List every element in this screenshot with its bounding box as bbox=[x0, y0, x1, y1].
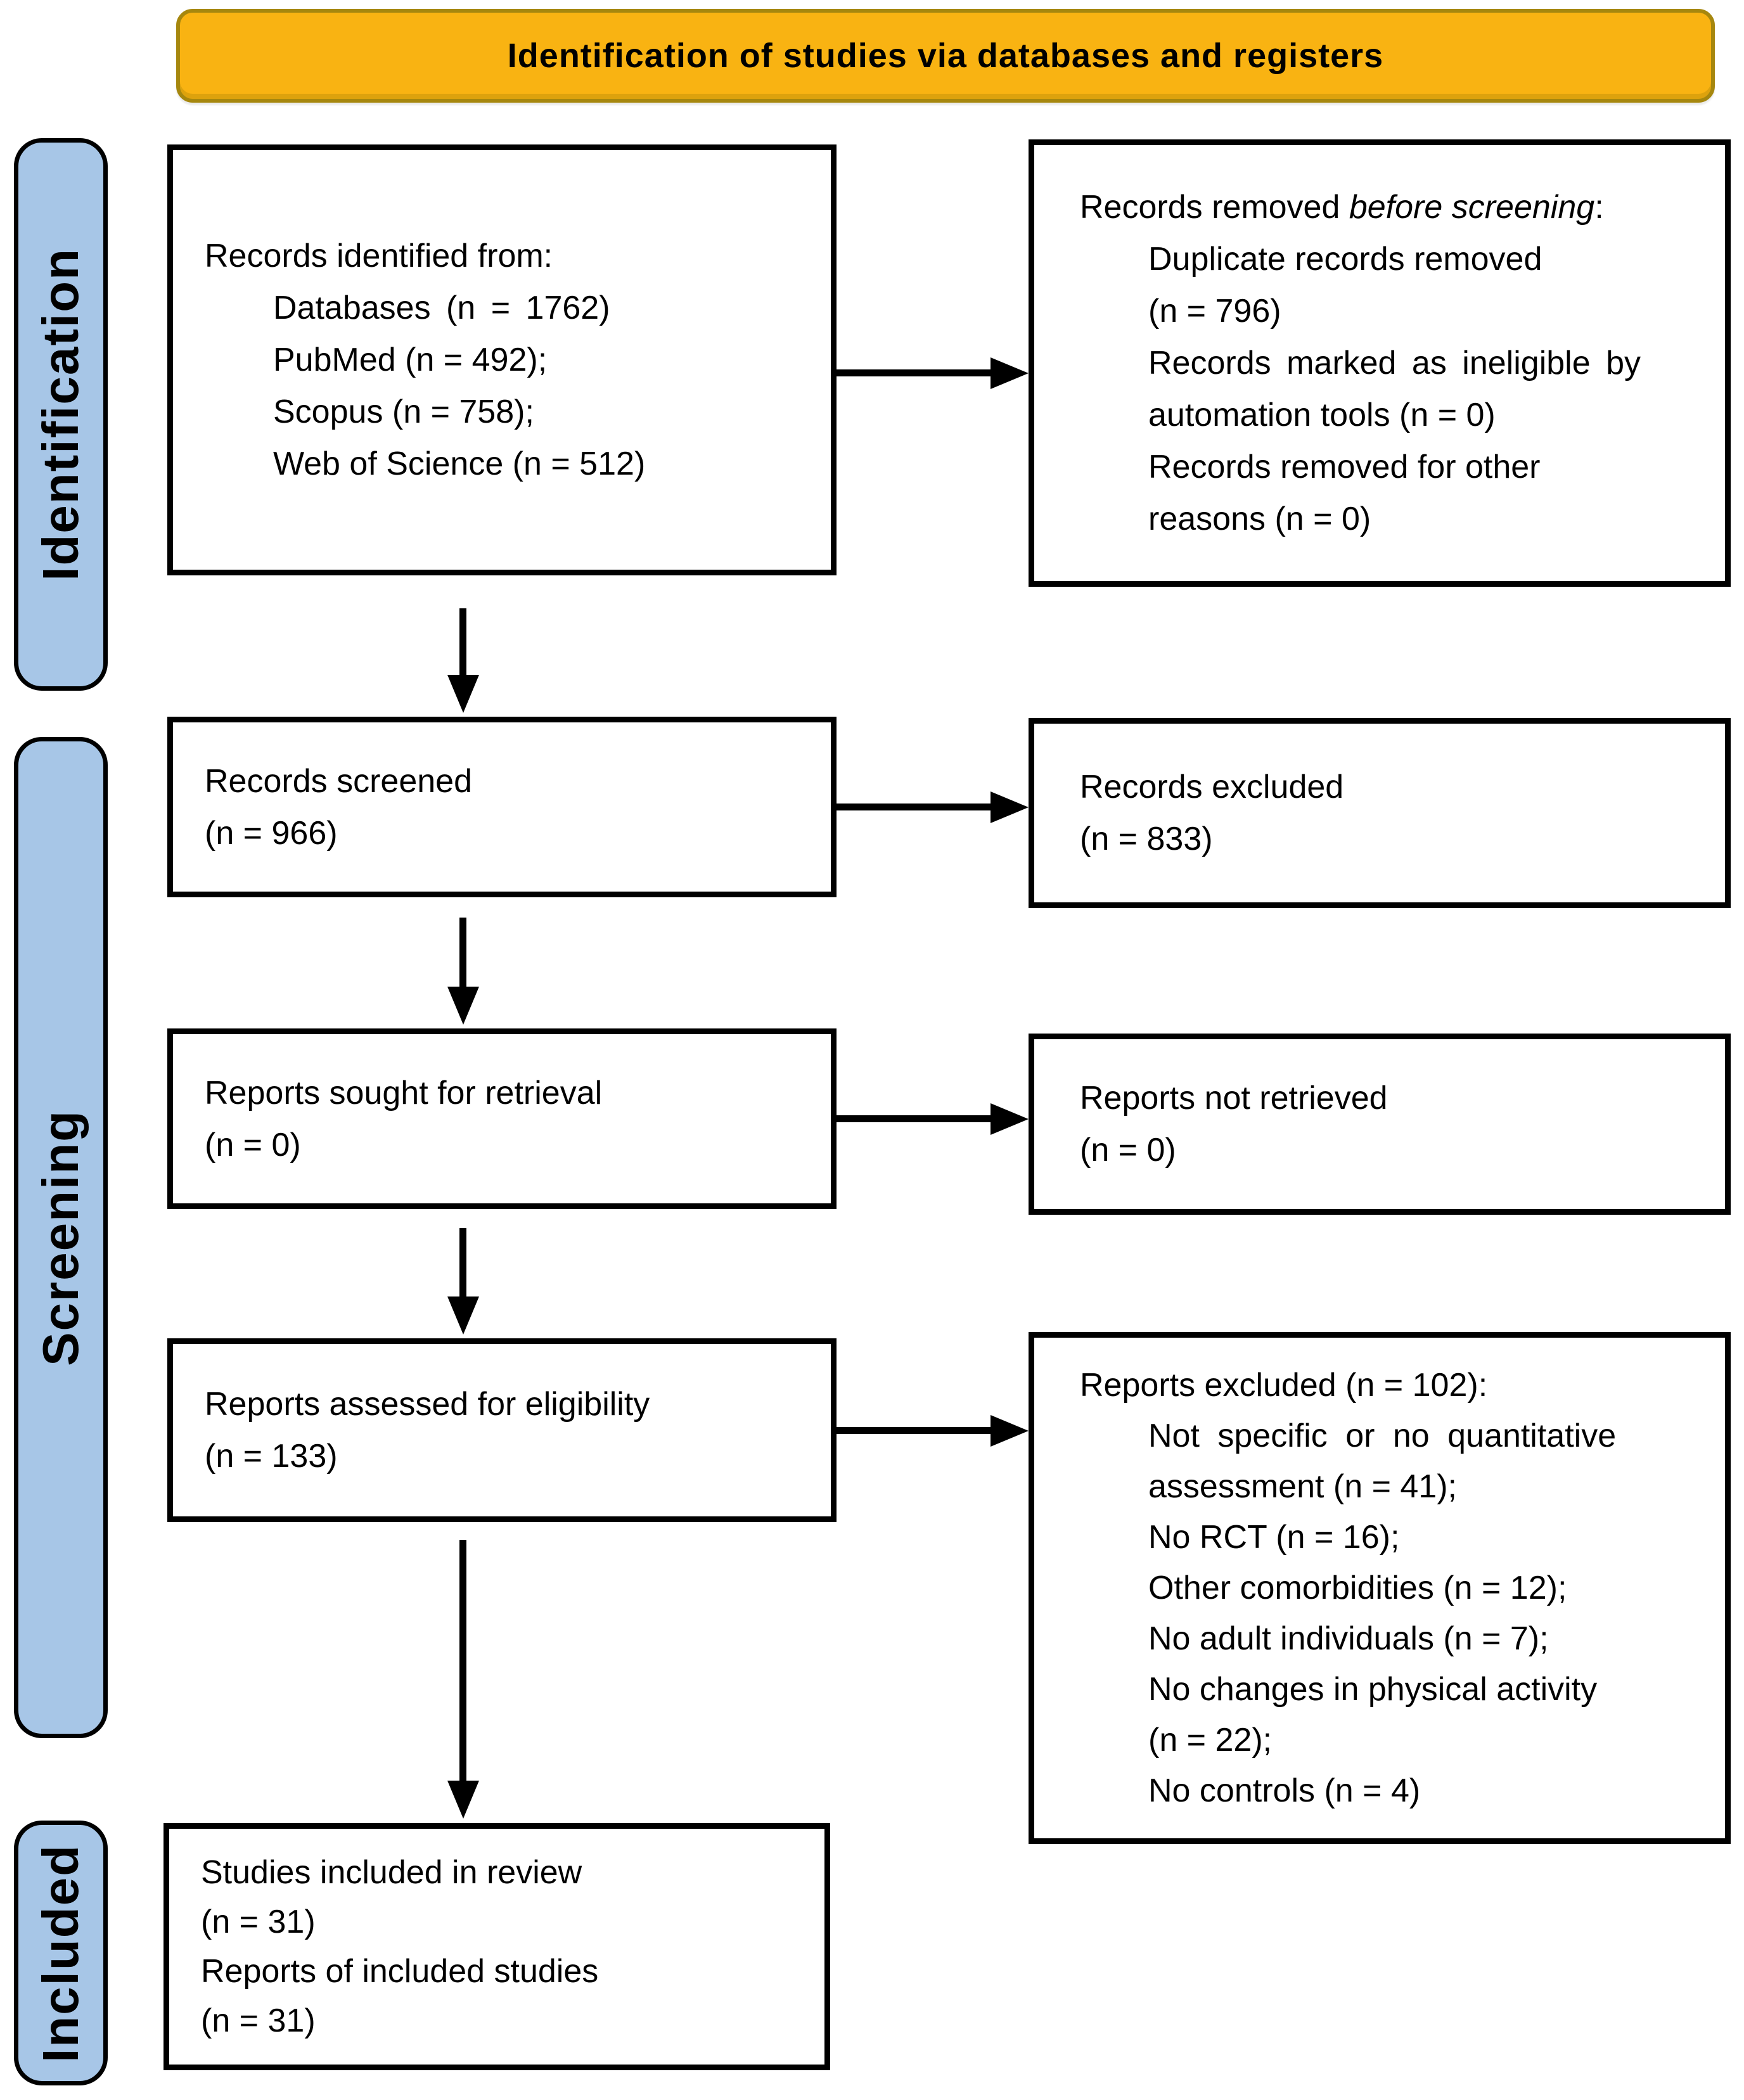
arrow-identified-to-screened bbox=[447, 608, 479, 713]
text-line: Records removed for other bbox=[1148, 449, 1541, 485]
banner-title: Identification of studies via databases … bbox=[176, 9, 1715, 103]
text-line: reasons (n = 0) bbox=[1148, 501, 1371, 537]
stage-label-screening-text: Screening bbox=[32, 1109, 89, 1366]
box-studies-included: Studies included in review (n = 31) Repo… bbox=[164, 1823, 830, 2070]
text-line: Reports sought for retrieval bbox=[205, 1074, 603, 1111]
text-line: Studies included in review bbox=[201, 1854, 582, 1891]
text-line: Reports excluded (n = 102): bbox=[1080, 1367, 1488, 1404]
arrowhead-down-icon bbox=[447, 987, 479, 1025]
text-segment: Records removed bbox=[1080, 189, 1349, 226]
text-line: No adult individuals (n = 7); bbox=[1148, 1620, 1549, 1657]
text-line: Duplicate records removed bbox=[1148, 241, 1542, 278]
arrow-sought-to-assessed bbox=[447, 1228, 479, 1335]
text-line: Web of Science (n = 512) bbox=[273, 445, 646, 482]
arrow-identified-to-removed bbox=[837, 357, 1029, 389]
text-line: (n = 133) bbox=[205, 1438, 338, 1475]
text-line: No changes in physical activity bbox=[1148, 1671, 1598, 1708]
text-line: (n = 796) bbox=[1148, 293, 1281, 330]
arrowhead-right-icon bbox=[991, 791, 1029, 823]
arrowhead-right-icon bbox=[991, 1414, 1029, 1447]
text-line: (n = 31) bbox=[201, 1904, 316, 1940]
text-line: Records marked as ineligible by bbox=[1148, 345, 1641, 381]
arrow-assessed-to-reports-excluded bbox=[837, 1414, 1029, 1447]
text-line: Records screened bbox=[205, 762, 472, 800]
text-line: Scopus (n = 758); bbox=[273, 394, 534, 430]
text-line: Records identified from: bbox=[205, 238, 553, 274]
text-line: PubMed (n = 492); bbox=[273, 342, 548, 378]
arrowhead-right-icon bbox=[991, 357, 1029, 389]
stage-label-screening: Screening bbox=[14, 737, 108, 1738]
text-line: automation tools (n = 0) bbox=[1148, 397, 1496, 433]
text-line: Reports of included studies bbox=[201, 1953, 599, 1990]
text-line: (n = 833) bbox=[1080, 821, 1213, 857]
text-segment-italic: before screening bbox=[1349, 189, 1595, 226]
box-reports-assessed: Reports assessed for eligibility (n = 13… bbox=[167, 1338, 837, 1522]
box-records-identified: Records identified from: Databases (n = … bbox=[167, 144, 837, 575]
arrow-screened-to-excluded bbox=[837, 791, 1029, 823]
arrow-assessed-to-included bbox=[447, 1540, 479, 1819]
box-reports-sought: Reports sought for retrieval (n = 0) bbox=[167, 1028, 837, 1209]
text-line: (n = 31) bbox=[201, 2002, 316, 2039]
text-line: Reports assessed for eligibility bbox=[205, 1386, 650, 1423]
arrowhead-down-icon bbox=[447, 1296, 479, 1335]
text-line: Databases (n = 1762) bbox=[273, 290, 610, 326]
arrow-screened-to-sought bbox=[447, 918, 479, 1025]
text-line: Records excluded bbox=[1080, 769, 1344, 805]
text-line: (n = 0) bbox=[205, 1126, 301, 1163]
text-line: Reports not retrieved bbox=[1080, 1080, 1388, 1117]
stage-label-included: Included bbox=[14, 1821, 108, 2085]
arrowhead-right-icon bbox=[991, 1103, 1029, 1135]
text-line: (n = 0) bbox=[1080, 1132, 1176, 1168]
text-segment: : bbox=[1594, 189, 1604, 226]
text-line: No RCT (n = 16); bbox=[1148, 1519, 1400, 1556]
text-line: Other comorbidities (n = 12); bbox=[1148, 1570, 1567, 1606]
text-line: assessment (n = 41); bbox=[1148, 1468, 1457, 1505]
arrowhead-down-icon bbox=[447, 1781, 479, 1819]
text-line: Not specific or no quantitative bbox=[1148, 1418, 1617, 1454]
box-reports-excluded: Reports excluded (n = 102): Not specific… bbox=[1029, 1332, 1731, 1844]
stage-label-included-text: Included bbox=[32, 1843, 89, 2063]
stage-label-identification: Identification bbox=[14, 138, 108, 691]
text-line: (n = 966) bbox=[205, 814, 338, 852]
box-reports-not-retrieved: Reports not retrieved (n = 0) bbox=[1029, 1034, 1731, 1215]
arrowhead-down-icon bbox=[447, 675, 479, 713]
text-line: (n = 22); bbox=[1148, 1722, 1273, 1758]
stage-label-identification-text: Identification bbox=[32, 248, 89, 581]
box-records-screened: Records screened (n = 966) bbox=[167, 717, 837, 897]
text-line: Records removed before screening: bbox=[1080, 181, 1706, 233]
text-line: No controls (n = 4) bbox=[1148, 1772, 1421, 1809]
box-records-removed-before-screening: Records removed before screening: Duplic… bbox=[1029, 139, 1731, 587]
arrow-sought-to-not-retrieved bbox=[837, 1103, 1029, 1135]
box-records-excluded: Records excluded (n = 833) bbox=[1029, 718, 1731, 908]
